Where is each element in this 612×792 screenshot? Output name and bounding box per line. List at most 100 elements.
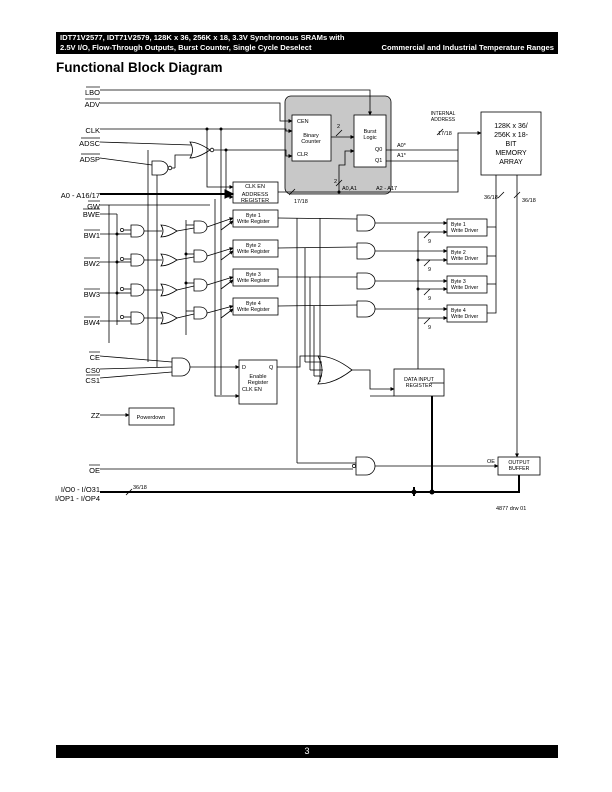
pin-adsc: ADSC bbox=[79, 139, 100, 148]
write-register-2-label-2: Write Register bbox=[237, 249, 270, 255]
burst-q0-label: Q0 bbox=[375, 147, 382, 153]
bus-label-9-byte3: 9 bbox=[428, 296, 431, 302]
write-register-3-label-2: Write Register bbox=[237, 278, 270, 284]
enable-register-d: D bbox=[242, 365, 246, 371]
burst-logic-name-2: Logic bbox=[363, 135, 376, 141]
binary-counter-block bbox=[291, 114, 332, 162]
enable-register-q: Q bbox=[269, 365, 274, 371]
and-gate-bw1-b bbox=[193, 220, 208, 234]
pin-cs1: CS1 bbox=[85, 376, 100, 385]
header-temperature-range: Commercial and Industrial Temperature Ra… bbox=[381, 43, 554, 52]
pin-oe: OE bbox=[89, 466, 100, 475]
active-low-overbars bbox=[81, 86, 100, 466]
page-number: 3 bbox=[304, 746, 310, 756]
write-driver-1-label: Byte 1 bbox=[451, 222, 466, 228]
bus-label-9-byte1: 9 bbox=[428, 239, 431, 245]
bus-width-slashes bbox=[125, 128, 521, 496]
output-buffer-name-2: BUFFER bbox=[509, 466, 530, 472]
and-gate-bw3-b bbox=[193, 278, 208, 292]
and-gate-bw3-a bbox=[130, 283, 145, 297]
byte-write-registers bbox=[232, 209, 279, 316]
logic-gates bbox=[130, 141, 376, 476]
memory-array-line-1: 128K x 36/ bbox=[494, 123, 528, 130]
write-driver-2-label-2: Write Driver bbox=[451, 256, 479, 262]
pin-address: A0 - A16/17 bbox=[61, 191, 100, 200]
signal-wires bbox=[99, 89, 519, 470]
pin-bw1: BW1 bbox=[84, 231, 100, 240]
pin-lbo: LBO bbox=[85, 88, 100, 97]
bus-junctions bbox=[115, 127, 435, 495]
and-gate-byte1 bbox=[356, 214, 376, 232]
or-gate-bw2 bbox=[160, 253, 178, 267]
enable-register-clken: CLK EN bbox=[242, 387, 262, 393]
bus-label-9-byte2: 9 bbox=[428, 267, 431, 273]
output-buffer-oe-label: OE bbox=[487, 459, 495, 465]
figure-id: 4877 drw 01 bbox=[496, 506, 526, 512]
powerdown-label: Powerdown bbox=[137, 415, 166, 421]
write-register-1-label-2: Write Register bbox=[237, 219, 270, 225]
write-driver-1-label-2: Write Driver bbox=[451, 228, 479, 234]
pin-bw3: BW3 bbox=[84, 290, 100, 299]
or-gate-adsc bbox=[189, 141, 211, 159]
burst-logic-name: Burst bbox=[364, 129, 377, 135]
write-register-4-label-2: Write Register bbox=[237, 307, 270, 313]
bus-label-2b: 2 bbox=[334, 179, 337, 185]
data-input-register-name: DATA INPUT bbox=[404, 377, 435, 383]
pin-bw4: BW4 bbox=[84, 318, 100, 327]
write-driver-2 bbox=[446, 246, 488, 265]
counter-name-2: Counter bbox=[301, 139, 321, 145]
page-footer: 3 bbox=[56, 745, 558, 758]
enable-register-name: Enable bbox=[249, 374, 266, 380]
internal-address-label-2: ADDRESS bbox=[431, 117, 456, 123]
byte-write-drivers bbox=[446, 218, 488, 323]
memory-array-line-4: MEMORY bbox=[495, 150, 527, 157]
data-input-register-block bbox=[393, 368, 445, 397]
burst-a1-out-label: A1* bbox=[397, 153, 407, 159]
write-driver-4-label-2: Write Driver bbox=[451, 314, 479, 320]
or-gate-adsc-bubble bbox=[209, 147, 215, 153]
write-register-1-label: Byte 1 bbox=[246, 213, 261, 219]
burst-logic-block bbox=[353, 114, 387, 168]
bus-label-36-18-io: 36/18 bbox=[133, 485, 147, 491]
write-driver-3-label: Byte 3 bbox=[451, 279, 466, 285]
bus-label-9-byte4: 9 bbox=[428, 325, 431, 331]
bus-label-a0a1: A0,A1 bbox=[342, 186, 357, 192]
enable-register-block bbox=[238, 359, 278, 405]
bus-label-17-18-internal: 17/18 bbox=[438, 131, 452, 137]
pin-gw: GW bbox=[87, 202, 101, 211]
write-register-2-label: Byte 2 bbox=[246, 243, 261, 249]
enable-register-name-2: Register bbox=[248, 380, 269, 386]
and-gate-adsp-bubble bbox=[167, 165, 173, 171]
memory-array-line-3: BIT bbox=[506, 141, 518, 148]
thick-busses bbox=[100, 189, 520, 496]
and-gate-bw2-a bbox=[130, 253, 145, 267]
write-register-3-label: Byte 3 bbox=[246, 272, 261, 278]
page-title: Functional Block Diagram bbox=[56, 60, 223, 75]
internal-address-label: INTERNAL bbox=[431, 111, 456, 117]
burst-q1-label: Q1 bbox=[375, 158, 382, 164]
memory-array-block bbox=[480, 111, 542, 176]
burst-a0-out-label: A0* bbox=[397, 143, 407, 149]
pin-ce: CE bbox=[90, 353, 100, 362]
and-gate-bw4-a bbox=[130, 311, 145, 325]
write-driver-1 bbox=[446, 218, 488, 237]
pin-io-data: I/O0 - I/O31 bbox=[61, 485, 100, 494]
and-gate-bw1-a bbox=[130, 224, 145, 238]
and-gate-output-enable bbox=[355, 456, 376, 476]
and-gate-bw2-b bbox=[193, 249, 208, 263]
counter-name: Binary bbox=[303, 133, 319, 139]
or-gate-bw3 bbox=[160, 283, 178, 297]
pin-cs0: CS0 bbox=[85, 366, 100, 375]
bus-label-17-18-address: 17/18 bbox=[294, 199, 308, 205]
bus-label-2: 2 bbox=[337, 124, 340, 130]
header-line-2: 2.5V I/O, Flow-Through Outputs, Burst Co… bbox=[60, 43, 312, 52]
counter-clr-label: CLR bbox=[297, 152, 308, 158]
memory-array-line-5: ARRAY bbox=[499, 159, 523, 166]
counter-cen-label: CEN bbox=[297, 119, 309, 125]
write-driver-4 bbox=[446, 304, 488, 323]
write-register-4-label: Byte 4 bbox=[246, 301, 261, 307]
address-register-clken: CLK EN bbox=[245, 184, 265, 190]
bus-label-36-18-read: 36/18 bbox=[522, 198, 536, 204]
pin-clk: CLK bbox=[85, 126, 100, 135]
